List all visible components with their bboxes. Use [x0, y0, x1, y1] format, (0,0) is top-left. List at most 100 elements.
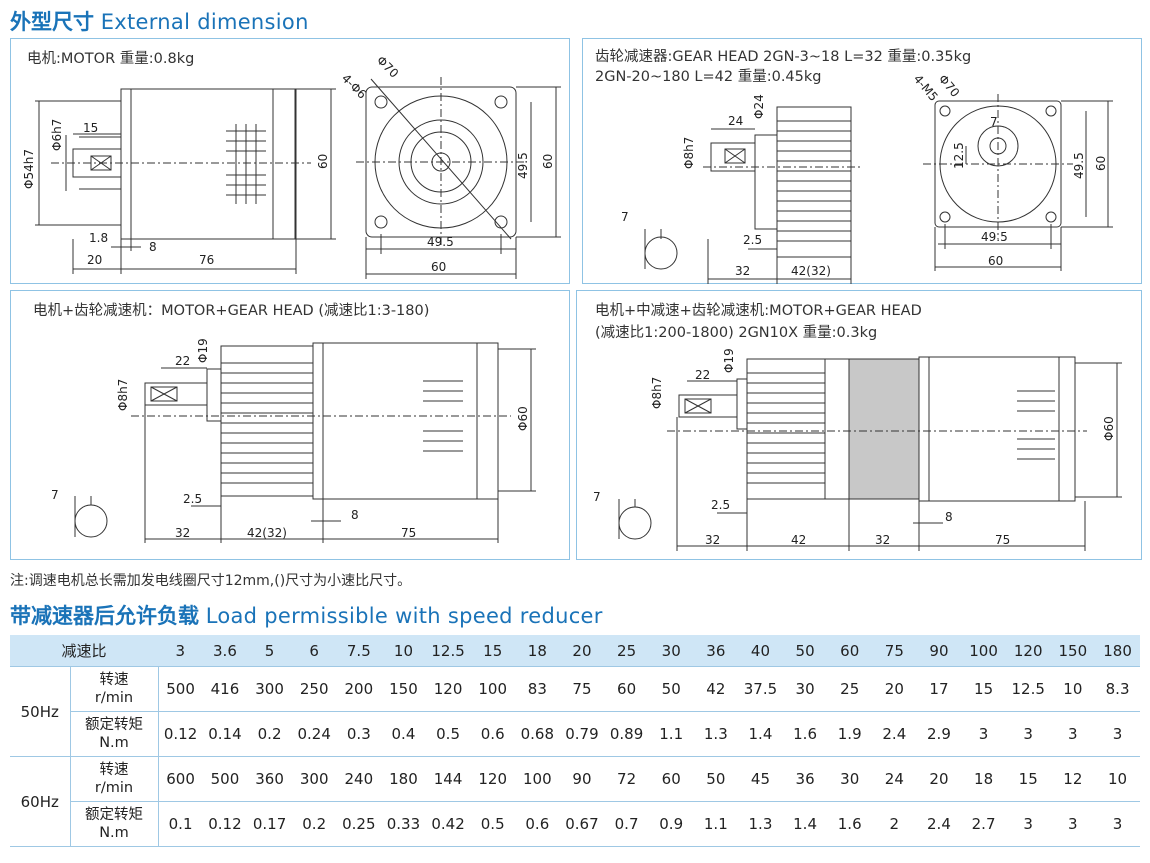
ratio-header: 15	[470, 635, 516, 667]
dim-l42: 42	[791, 533, 806, 547]
header-label: 减速比	[10, 635, 159, 667]
torque-cell: 0.12	[202, 801, 248, 847]
motor-drawing: Φ54h7 Φ6h7 15 1.8 8 20 76 60 4-Φ6 Φ70 49…	[22, 53, 561, 279]
row-label-line: N.m	[99, 825, 129, 841]
dim-d6: Φ6h7	[50, 119, 64, 151]
torque-cell: 1.6	[827, 801, 873, 847]
dim-holes: 4-Φ6	[339, 71, 369, 101]
ratio-header: 20	[559, 635, 605, 667]
ratio-header: 25	[604, 635, 649, 667]
torque-cell: 2.9	[916, 711, 962, 757]
torque-cell: 1.3	[738, 801, 783, 847]
frequency-label: 50Hz	[10, 666, 71, 757]
dim-l22: 22	[175, 354, 190, 368]
torque-cell: 0.2	[247, 711, 292, 757]
dim-d54: Φ54h7	[22, 149, 36, 189]
speed-cell: 120	[470, 756, 516, 802]
torque-cell: 3	[1095, 711, 1140, 757]
ratio-header: 3.6	[202, 635, 248, 667]
torque-cell: 0.6	[515, 801, 560, 847]
speed-cell: 50	[693, 756, 739, 802]
speed-cell: 15	[961, 666, 1006, 712]
section-heading-dimension: 外型尺寸 External dimension	[10, 10, 309, 34]
torque-cell: 0.1	[158, 801, 203, 847]
gearhead-drawing: Φ8h7 24 Φ24 7 2.5 32 42(32) 4-M5 Φ70 7 1…	[621, 72, 1113, 284]
speed-cell: 30	[827, 756, 873, 802]
ratio-header: 100	[961, 635, 1006, 667]
torque-cell: 2.4	[872, 711, 917, 757]
torque-cell: 1.1	[648, 711, 694, 757]
section-heading-load: 带减速器后允许负载 Load permissible with speed re…	[10, 604, 603, 628]
speed-cell: 75	[559, 666, 605, 712]
dim-pcd: Φ70	[374, 53, 401, 80]
torque-cell: 0.14	[202, 711, 248, 757]
torque-cell: 0.9	[648, 801, 694, 847]
speed-cell: 10	[1050, 666, 1096, 712]
panel-title: 电机:MOTOR 重量:0.8kg	[27, 51, 195, 67]
ratio-header: 5	[247, 635, 292, 667]
speed-cell: 500	[202, 756, 248, 802]
ratio-header: 150	[1050, 635, 1096, 667]
speed-cell: 120	[425, 666, 471, 712]
torque-cell: 0.12	[158, 711, 203, 757]
dim-h125: 12.5	[952, 142, 966, 169]
row-label-line: 转速	[99, 762, 129, 778]
dim-l32: 32	[735, 264, 750, 278]
dim-l32b: 32	[875, 533, 890, 547]
speed-cell: 20	[872, 666, 917, 712]
dim-h60: 60	[316, 154, 330, 169]
speed-cell: 300	[291, 756, 337, 802]
torque-cell: 0.79	[559, 711, 605, 757]
speed-cell: 300	[247, 666, 292, 712]
dim-k7: 7	[990, 115, 998, 129]
speed-cell: 8.3	[1095, 666, 1140, 712]
dim-w60: 60	[988, 254, 1003, 268]
motor-mid-gearhead-drawing: 22 Φ19 Φ8h7 7 2.5 8 32 42 32 75 Φ60	[593, 348, 1122, 551]
dim-l76: 76	[199, 253, 214, 267]
ratio-header: 10	[381, 635, 426, 667]
dim-l8: 8	[351, 508, 359, 522]
dim-l25: 2.5	[711, 498, 730, 512]
dim-w495: 49.5	[981, 230, 1008, 244]
torque-cell: 3	[961, 711, 1006, 757]
speed-cell: 12.5	[1005, 666, 1051, 712]
panel-gearhead: 齿轮减速器:GEAR HEAD 2GN-3~18 L=32 重量:0.35kg …	[582, 38, 1142, 284]
speed-cell: 83	[515, 666, 560, 712]
frequency-label: 60Hz	[10, 756, 71, 847]
dim-l75: 75	[995, 533, 1010, 547]
speed-cell: 144	[425, 756, 471, 802]
dim-holes: 4-M5	[911, 72, 941, 104]
panel-title-line2: (减速比1:200-1800) 2GN10X 重量:0.3kg	[595, 325, 878, 341]
ratio-header: 3	[158, 635, 203, 667]
torque-cell: 0.5	[425, 711, 471, 757]
dim-l8: 8	[945, 510, 953, 524]
torque-cell: 0.7	[604, 801, 649, 847]
dim-l24: 24	[728, 114, 743, 128]
speed-cell: 50	[648, 666, 694, 712]
speed-cell: 200	[336, 666, 382, 712]
footnote: 注:调速电机总长需加发电线圈尺寸12mm,()尺寸为小速比尺寸。	[10, 573, 412, 589]
torque-cell: 0.67	[559, 801, 605, 847]
speed-cell: 416	[202, 666, 248, 712]
speed-cell: 17	[916, 666, 962, 712]
speed-cell: 250	[291, 666, 337, 712]
torque-cell: 3	[1005, 801, 1051, 847]
ratio-header: 30	[648, 635, 694, 667]
torque-cell: 1.9	[827, 711, 873, 757]
dim-h495: 49.5	[1072, 152, 1086, 179]
dim-w60: 60	[431, 260, 446, 274]
speed-cell: 360	[247, 756, 292, 802]
dim-l32: 32	[175, 526, 190, 540]
torque-cell: 0.2	[291, 801, 337, 847]
speed-cell: 100	[515, 756, 560, 802]
speed-cell: 150	[381, 666, 426, 712]
row-label-line: N.m	[99, 735, 129, 751]
dim-l18: 1.8	[89, 231, 108, 245]
speed-cell: 60	[604, 666, 649, 712]
ratio-header: 180	[1095, 635, 1140, 667]
torque-cell: 2	[872, 801, 917, 847]
speed-cell: 500	[158, 666, 203, 712]
torque-cell: 0.5	[470, 801, 516, 847]
torque-cell: 1.1	[693, 801, 739, 847]
